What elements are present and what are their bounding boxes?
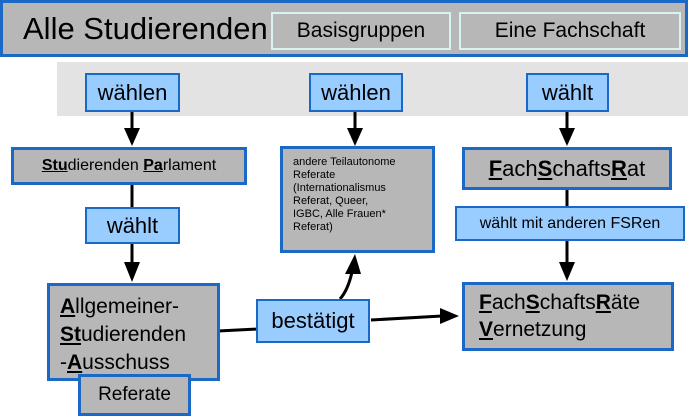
waehlen-left-label: wählen	[85, 73, 180, 112]
waehlt-mit-label: wählt mit anderen FSRen	[455, 206, 685, 241]
arrowhead-asta	[124, 262, 140, 282]
all-students-header: Alle Studierenden Basisgruppen Eine Fach…	[0, 0, 688, 57]
referate-box: Referate	[78, 374, 191, 416]
bestaetigt-label: bestätigt	[256, 299, 370, 343]
basisgruppen-box: Basisgruppen	[271, 12, 451, 50]
arrowhead-stupa	[124, 128, 140, 146]
arrow-bestaetigt-referate	[338, 271, 354, 300]
asta-box: Allgemeiner- Studierenden -Ausschuss	[47, 283, 220, 381]
waehlt-left-label: wählt	[85, 207, 180, 244]
waehlt-right-label: wählt	[526, 73, 609, 112]
fachschaftsrat-box: FachSchaftsRat	[462, 147, 672, 190]
arrowhead-referate	[347, 128, 363, 146]
arrow-bestaetigt-fsrv	[370, 314, 443, 322]
arrowhead-andere	[345, 254, 361, 274]
header-title: Alle Studierenden	[23, 11, 268, 46]
fachschaft-box: Eine Fachschaft	[459, 12, 681, 50]
andere-referate-box: andere Teilautonome Referate (Internatio…	[280, 146, 435, 253]
studierenden-parlament-box: Studierenden Parlament	[11, 147, 247, 185]
arrowhead-fsrv	[559, 262, 575, 281]
arrowhead-fsr	[559, 128, 575, 146]
fachschaftsraete-vernetzung-box: FachSchaftsRäte Vernetzung	[462, 282, 674, 351]
waehlen-middle-label: wählen	[309, 73, 403, 112]
arrowhead-fsrv-side	[440, 308, 459, 324]
line-asta-bestaetigt	[217, 327, 259, 333]
